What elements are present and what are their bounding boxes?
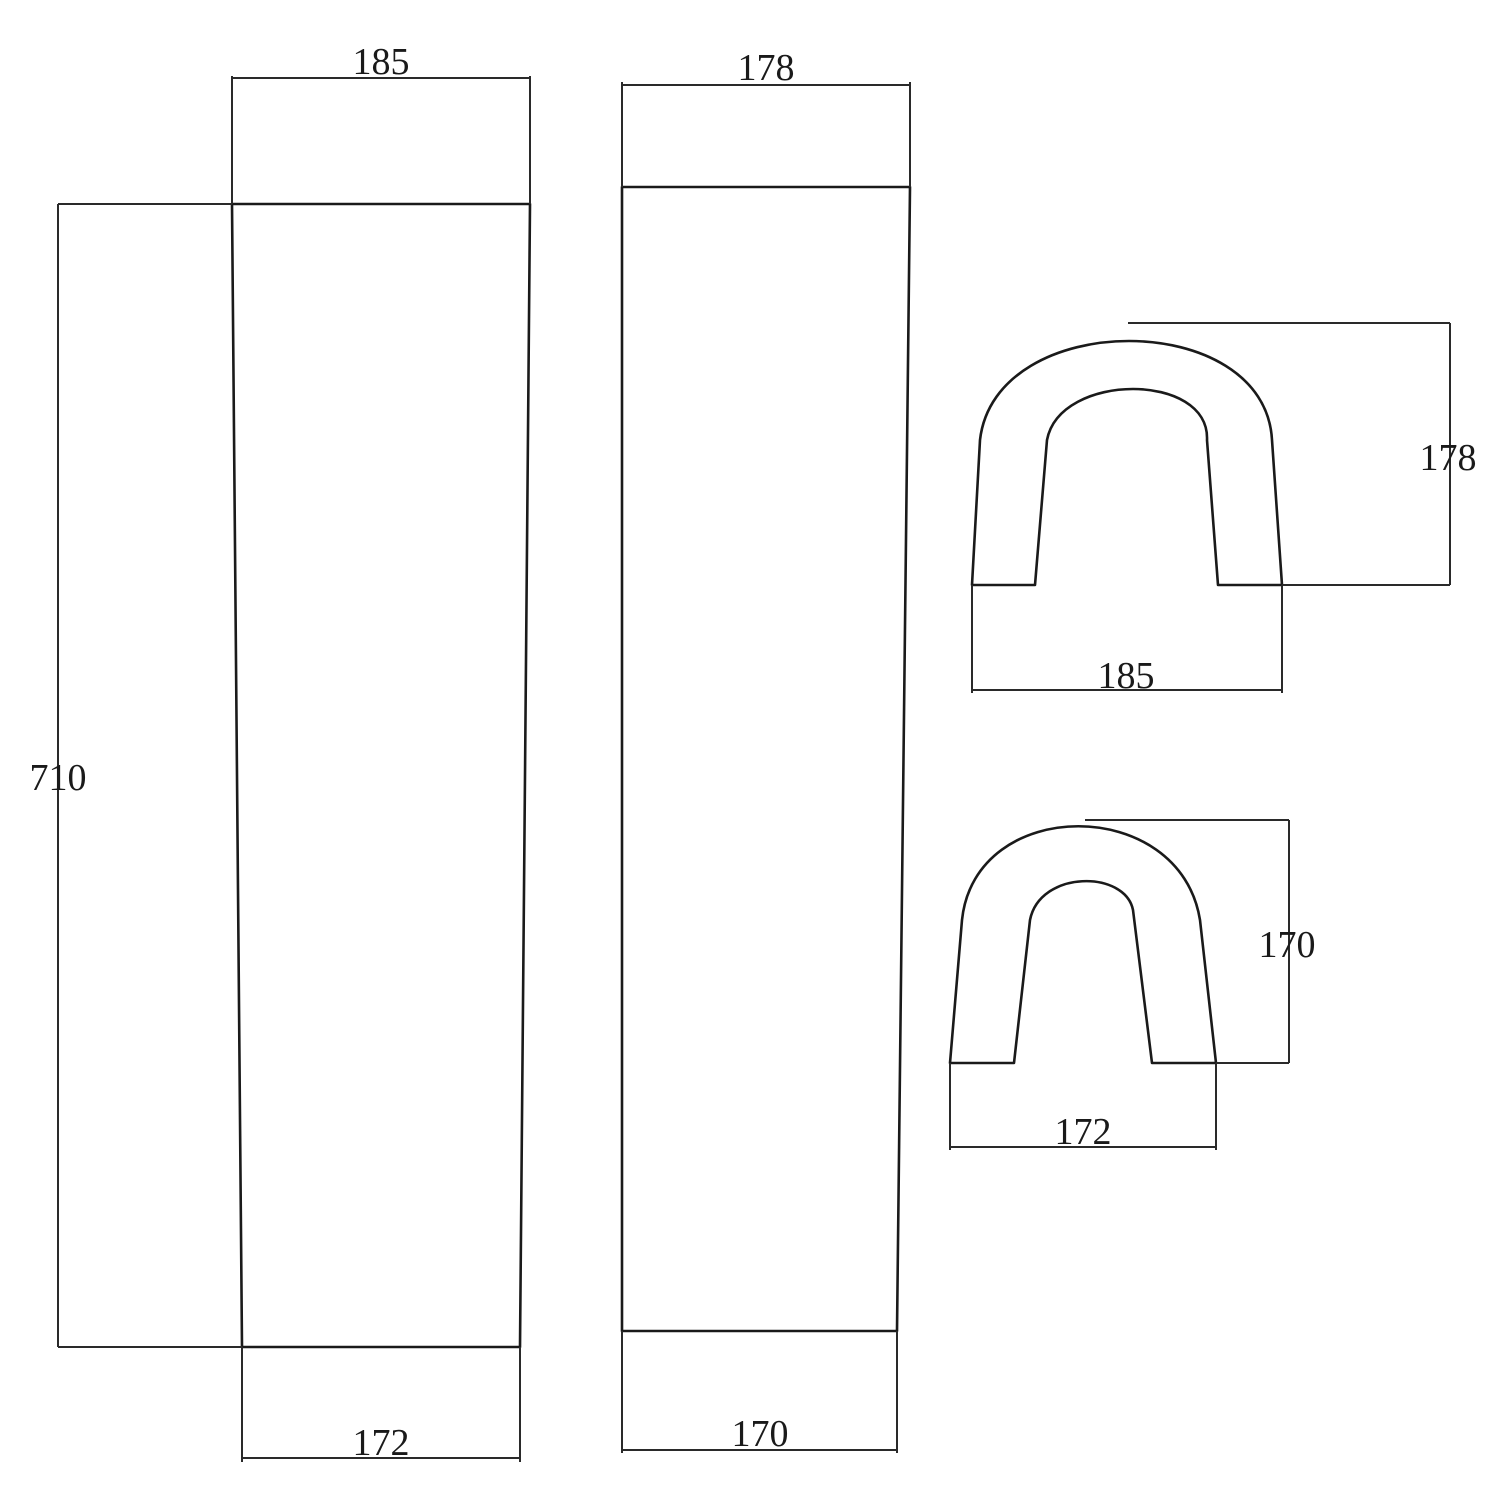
top-section-depth-label: 178 [1420,437,1477,479]
bottom-section-outline [948,824,1218,1065]
top-section-outline [970,339,1284,587]
top-section-width-label: 185 [1098,655,1155,697]
front-view: 185 172 710 [30,41,532,1464]
top-section: 178 185 [970,322,1477,697]
side-top-width-label: 178 [738,47,795,89]
front-top-width-dimension [231,76,531,204]
side-bottom-width-dimension [621,1331,898,1453]
side-bottom-width-label: 170 [732,1413,789,1455]
side-top-width-dimension [621,82,911,187]
front-bottom-width-dimension [241,1347,521,1462]
front-height-dimension [57,203,242,1348]
front-view-outline [230,202,532,1349]
front-bottom-width-label: 172 [353,1422,410,1464]
bottom-section-depth-dimension [1085,819,1290,1064]
top-section-width-dimension [971,585,1283,693]
bottom-section-width-dimension [949,1063,1217,1150]
front-height-label: 710 [30,757,87,799]
top-section-depth-dimension [1128,322,1451,586]
front-top-width-label: 185 [353,41,410,83]
bottom-section: 170 172 [948,819,1316,1153]
bottom-section-width-label: 172 [1055,1111,1112,1153]
side-view-outline [620,185,912,1333]
side-view: 178 170 [620,47,912,1455]
bottom-section-depth-label: 170 [1259,924,1316,966]
